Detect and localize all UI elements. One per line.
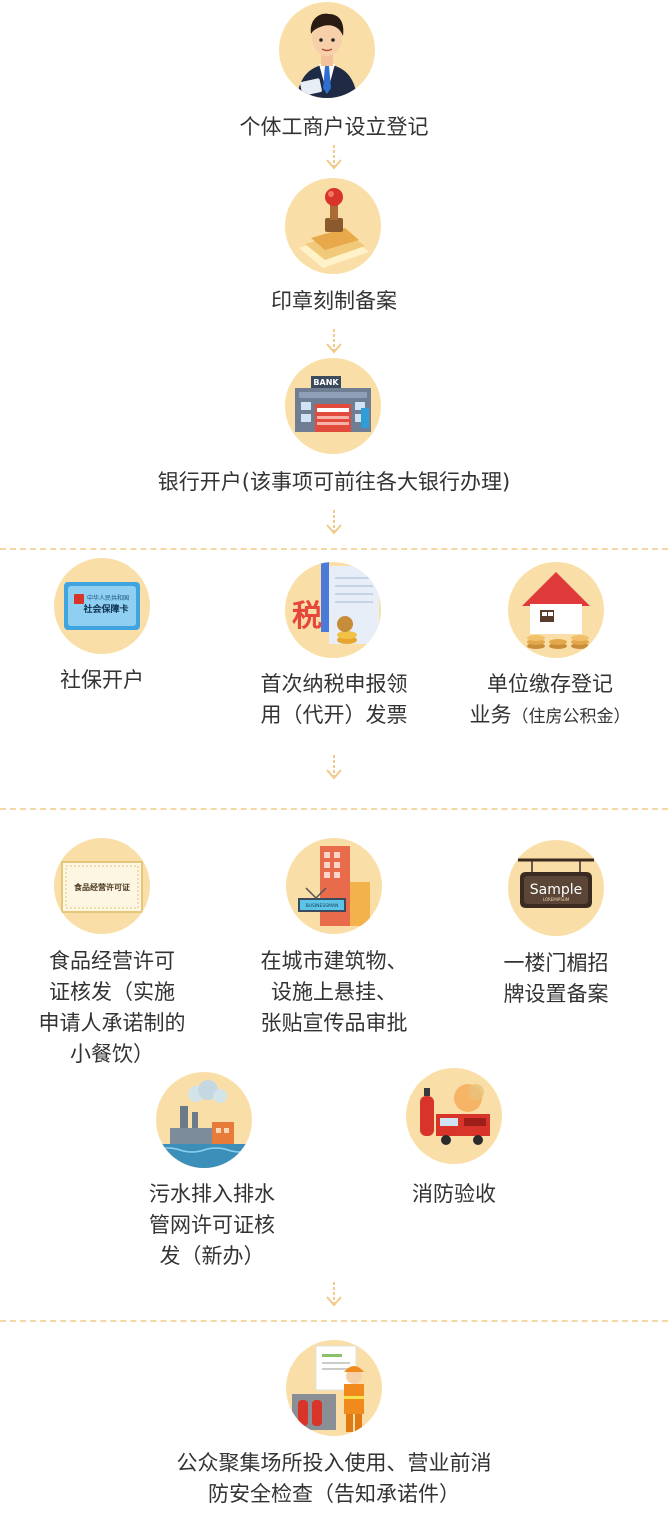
step-housing-line2-main: 业务 [469, 703, 512, 727]
step-social-security-label: 社保开户 [60, 668, 144, 692]
step-food-license-label: 食品经营许可 证核发（实施 申请人承诺制的 小餐饮） [10, 946, 214, 1070]
step-food-line4: 小餐饮） [70, 1042, 154, 1066]
step-signboard-line2: 牌设置备案 [503, 982, 609, 1006]
step-signboard-line1: 一楼门楣招 [503, 951, 609, 975]
tax-icon: 税 [285, 562, 381, 658]
step-sewage-line1: 污水排入排水 [149, 1182, 275, 1206]
step-sewage-label: 污水排入排水 管网许可证核 发（新办） [110, 1179, 314, 1272]
firefighter-icon [286, 1340, 382, 1436]
step-advertisement-label: 在城市建筑物、 设施上悬挂、 张贴宣传品审批 [232, 946, 436, 1039]
food-license-icon: 食品经营许可证 [54, 838, 150, 934]
step-food-line3: 申请人承诺制的 [38, 1011, 186, 1035]
cert-text: 食品经营许可证 [74, 882, 130, 892]
sign-text: BUSINESSMAN [306, 903, 339, 909]
section-divider [0, 808, 668, 810]
step-bank-label: 银行开户(该事项可前往各大银行办理) [157, 470, 511, 494]
house-coins-icon [508, 562, 604, 658]
arrow-down-icon [324, 755, 344, 781]
section-divider [0, 1320, 668, 1322]
step-housing-line1: 单位缴存登记 [487, 672, 613, 696]
tax-char: 税 [292, 599, 322, 634]
step-housing-line2-small: （住房公积金） [511, 707, 631, 727]
card-line2: 社会保障卡 [82, 603, 128, 615]
step-ad-line2: 设施上悬挂、 [271, 980, 397, 1004]
step-seal-label: 印章刻制备案 [271, 289, 397, 313]
arrow-down-icon [324, 1282, 344, 1308]
social-security-card-icon: 中华人民共和国 社会保障卡 [54, 558, 150, 654]
businessman-icon [279, 2, 375, 98]
step-sewage-line2: 管网许可证核 [149, 1213, 275, 1237]
bank-icon: BANK [285, 358, 381, 454]
factory-sewage-icon [156, 1072, 252, 1168]
sign-main-text: Sample [530, 882, 583, 898]
arrow-down-icon [324, 510, 344, 536]
section-divider [0, 548, 668, 550]
fire-truck-icon [406, 1068, 502, 1164]
sign-sub-text: LOREMIPSUM [543, 897, 570, 902]
step-safety-check-label: 公众聚集场所投入使用、营业前消 防安全检查（告知承诺件） [0, 1448, 668, 1510]
step-housing-fund-label: 单位缴存登记 业务（住房公积金） [448, 669, 652, 733]
signboard-icon: Sample LOREMIPSUM [508, 840, 604, 936]
step-tax-line1: 首次纳税申报领 [260, 672, 408, 696]
seal-stamp-icon [285, 178, 381, 274]
step-food-line1: 食品经营许可 [49, 949, 175, 973]
step-food-line2: 证核发（实施 [49, 980, 175, 1004]
step-sewage-line3: 发（新办） [159, 1244, 265, 1268]
step-ad-line3: 张贴宣传品审批 [260, 1011, 408, 1035]
bank-sign-text: BANK [313, 378, 339, 387]
card-line1: 中华人民共和国 [87, 594, 129, 602]
step-safety-line2: 防安全检查（告知承诺件） [208, 1482, 460, 1506]
building-sign-icon: BUSINESSMAN [286, 838, 382, 934]
step-signboard-label: 一楼门楣招 牌设置备案 [454, 948, 658, 1010]
step-register-label: 个体工商户设立登记 [239, 115, 429, 139]
step-fire-acceptance-label: 消防验收 [412, 1182, 496, 1206]
step-safety-line1: 公众聚集场所投入使用、营业前消 [176, 1451, 492, 1475]
step-tax-line2: 用（代开）发票 [260, 703, 408, 727]
step-tax-label: 首次纳税申报领 用（代开）发票 [232, 669, 436, 731]
step-ad-line1: 在城市建筑物、 [260, 949, 408, 973]
arrow-down-icon [324, 145, 344, 171]
arrow-down-icon [324, 329, 344, 355]
